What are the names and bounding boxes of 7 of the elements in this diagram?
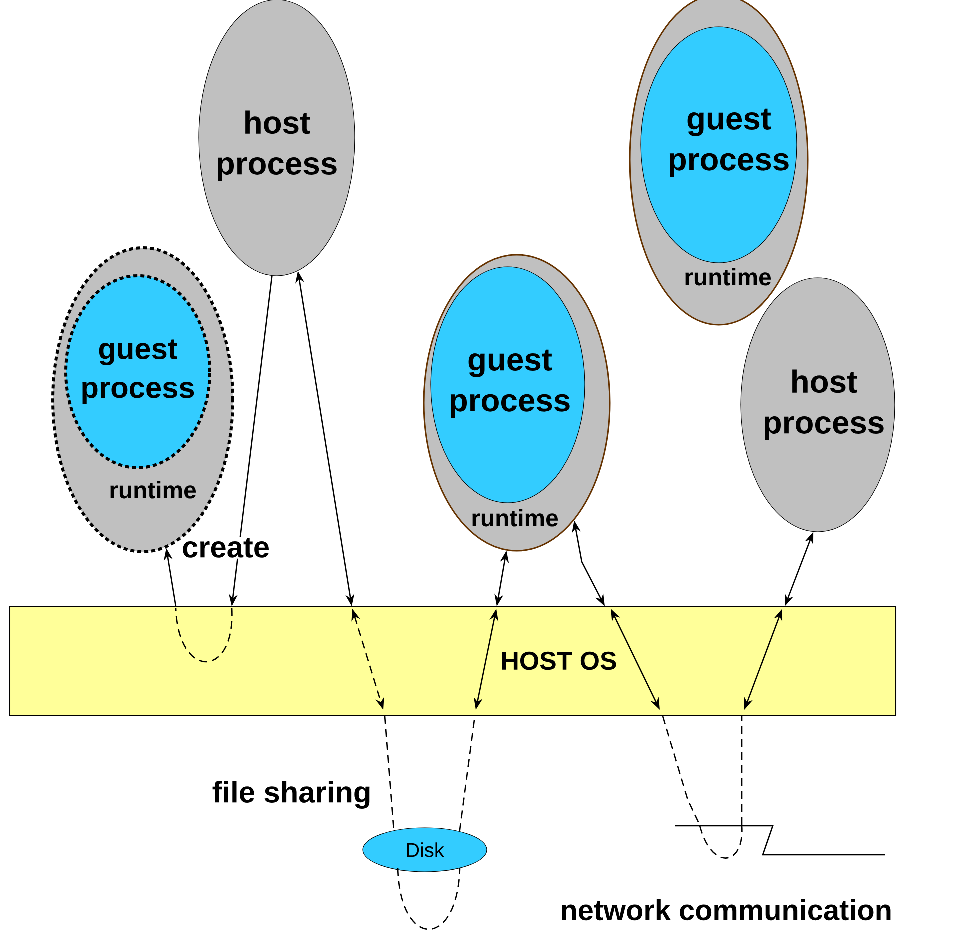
network-line — [675, 825, 885, 856]
edge-label: create — [180, 537, 272, 559]
os-band: HOST OS — [10, 606, 896, 716]
connector-line — [741, 716, 743, 826]
label-text: file sharing — [212, 781, 370, 809]
caption-text: network communication — [562, 899, 891, 921]
connector-line — [384, 716, 395, 831]
